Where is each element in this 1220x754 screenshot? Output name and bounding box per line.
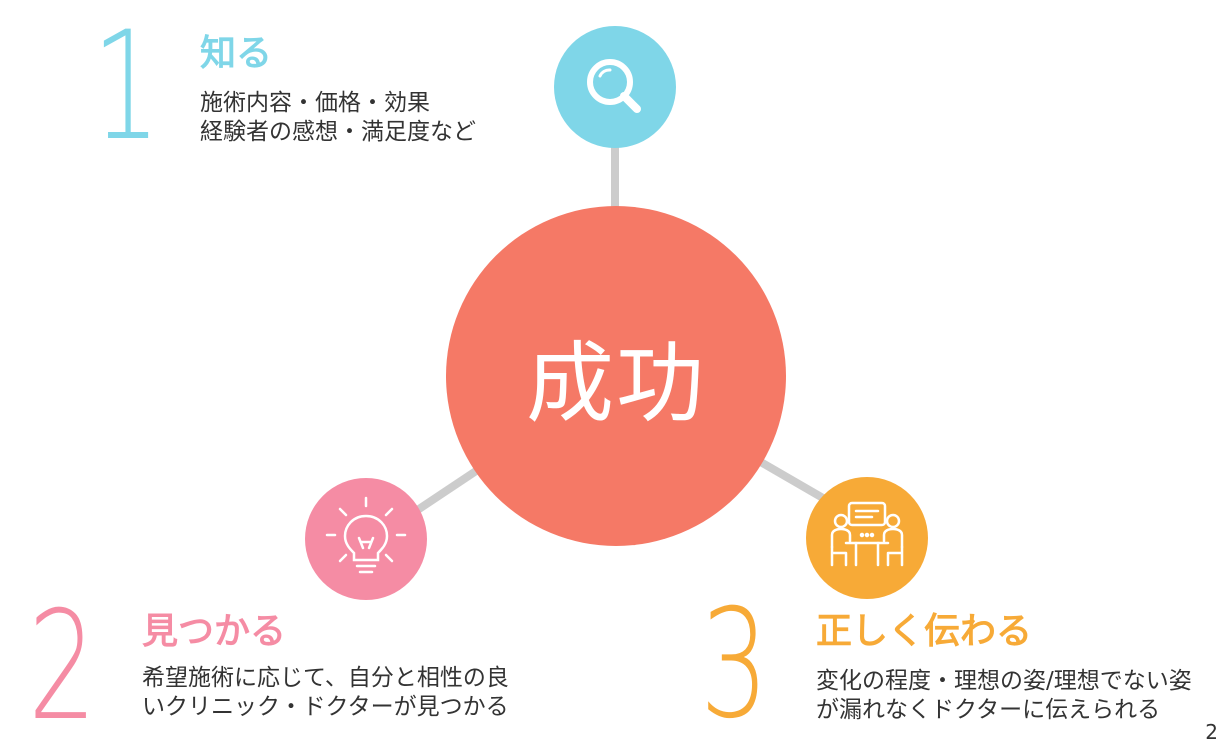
node-know bbox=[554, 26, 676, 148]
step-1-title: 知る bbox=[200, 33, 273, 74]
step-3-number: 3 bbox=[700, 578, 769, 752]
step-1-line-1: 施術内容・価格・効果 bbox=[200, 90, 430, 116]
step-2-title: 見つかる bbox=[142, 611, 287, 652]
search-icon bbox=[587, 59, 641, 113]
consultation-icon bbox=[830, 501, 904, 567]
step-1-number: 1 bbox=[92, 0, 161, 174]
step-3-line-2: が漏れなくドクターに伝えられる bbox=[816, 697, 1161, 723]
center-circle: 成功 bbox=[446, 206, 786, 546]
step-3-title: 正しく伝わる bbox=[816, 611, 1033, 652]
node-communicate bbox=[806, 477, 928, 599]
step-2-line-2: いクリニック・ドクターが見つかる bbox=[142, 694, 509, 720]
step-2-number: 2 bbox=[28, 580, 97, 754]
lightbulb-icon bbox=[325, 496, 407, 574]
step-3-description: 変化の程度・理想の姿/理想でない姿 が漏れなくドクターに伝えられる bbox=[816, 667, 1192, 725]
step-1-description: 施術内容・価格・効果 経験者の感想・満足度など bbox=[200, 89, 476, 147]
center-label: 成功 bbox=[525, 331, 706, 435]
page-number: 2 bbox=[1205, 720, 1218, 744]
step-1-line-2: 経験者の感想・満足度など bbox=[200, 119, 476, 145]
step-2-description: 希望施術に応じて、自分と相性の良 いクリニック・ドクターが見つかる bbox=[142, 664, 509, 722]
step-2-line-1: 希望施術に応じて、自分と相性の良 bbox=[142, 665, 509, 691]
step-3-line-1: 変化の程度・理想の姿/理想でない姿 bbox=[816, 668, 1192, 694]
node-find bbox=[305, 478, 427, 600]
